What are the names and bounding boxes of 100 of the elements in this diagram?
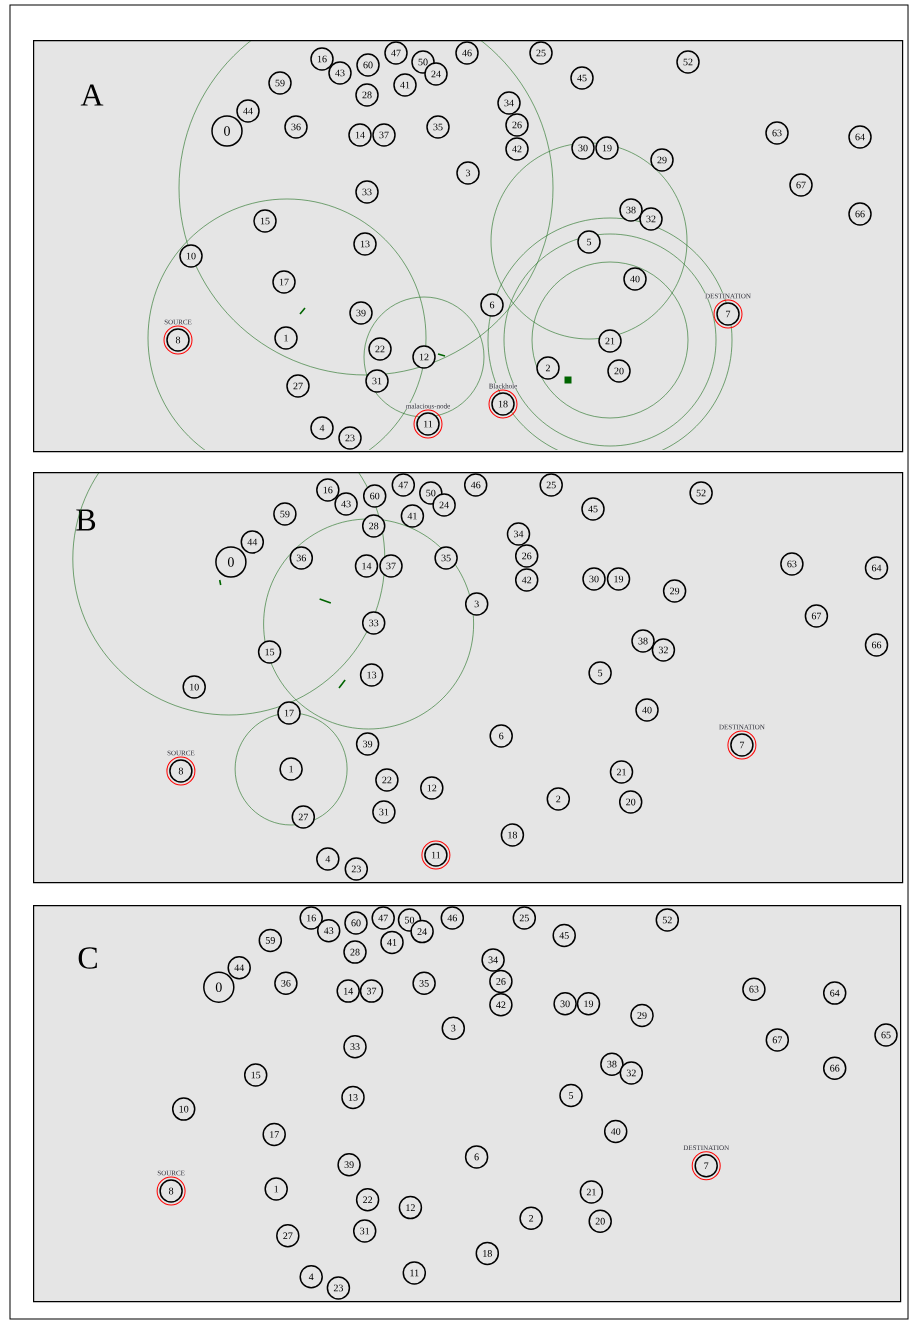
network-node: 34 xyxy=(497,91,521,115)
network-node: 39 xyxy=(337,1152,361,1177)
network-node: 34 xyxy=(481,948,505,972)
network-node: 12 xyxy=(398,1195,423,1220)
network-node: 31 xyxy=(352,1219,377,1243)
network-node: 37 xyxy=(372,123,396,147)
network-node: 18 xyxy=(475,1241,500,1266)
network-node: 33 xyxy=(355,180,379,204)
network-node: 23 xyxy=(344,857,369,881)
network-node: 59 xyxy=(273,502,297,526)
network-node: 23 xyxy=(326,1276,351,1300)
network-node: 26 xyxy=(489,969,513,994)
network-node: 21 xyxy=(609,760,634,784)
network-node: 16 xyxy=(310,47,334,71)
network-node: 32 xyxy=(651,638,676,662)
network-node: 4 xyxy=(316,847,340,871)
network-node: 67 xyxy=(804,604,829,628)
network-node: 13 xyxy=(353,232,377,256)
network-node: 36 xyxy=(284,115,308,139)
network-node: 15 xyxy=(253,209,277,233)
network-node: 44 xyxy=(227,955,251,980)
network-node: 8 xyxy=(163,325,193,355)
network-node: 35 xyxy=(412,971,436,996)
network-node: 23 xyxy=(338,426,362,450)
network-node: 21 xyxy=(598,329,622,353)
network-node: 29 xyxy=(662,579,687,603)
network-node: 32 xyxy=(619,1061,644,1085)
network-node: 30 xyxy=(571,136,595,160)
network-node: 60 xyxy=(344,911,368,935)
network-node: 5 xyxy=(588,661,612,685)
network-node: 36 xyxy=(274,971,298,996)
network-node: 59 xyxy=(258,928,283,953)
network-node: 8 xyxy=(166,756,196,786)
network-node: 47 xyxy=(384,41,408,65)
network-node: 36 xyxy=(289,546,314,570)
network-node: 19 xyxy=(606,567,631,591)
network-node: 37 xyxy=(359,979,384,1003)
network-node: 30 xyxy=(553,992,577,1016)
network-node: 41 xyxy=(380,930,404,955)
network-node: 52 xyxy=(655,908,680,932)
network-node: 60 xyxy=(356,53,380,77)
network-node: 11 xyxy=(421,840,451,870)
network-node: 41 xyxy=(393,73,417,97)
network-node: 64 xyxy=(848,125,872,149)
network-node: 28 xyxy=(343,940,367,964)
network-node: 10 xyxy=(179,244,203,268)
network-node: 27 xyxy=(276,1224,300,1248)
network-node: 14 xyxy=(336,979,360,1003)
network-node: 13 xyxy=(341,1085,365,1110)
network-node: 40 xyxy=(623,267,647,291)
network-node: 20 xyxy=(618,790,643,814)
network-node: 33 xyxy=(343,1034,367,1059)
network-node: 17 xyxy=(272,270,296,294)
network-node: 22 xyxy=(368,337,392,361)
network-node: 4 xyxy=(310,416,334,440)
network-node: 19 xyxy=(595,136,619,160)
network-node: 3 xyxy=(464,592,489,616)
network-node: 38 xyxy=(631,629,655,653)
network-node: 65 xyxy=(874,1023,898,1047)
network-node: 37 xyxy=(379,554,403,578)
network-node: 0 xyxy=(211,115,243,147)
network-node: 39 xyxy=(349,301,373,325)
network-node: 31 xyxy=(365,369,389,393)
network-node: 12 xyxy=(412,345,436,369)
network-node: 26 xyxy=(514,544,539,568)
network-node: 15 xyxy=(243,1063,268,1087)
network-node: 25 xyxy=(539,473,563,497)
network-node: 2 xyxy=(546,787,571,811)
network-node: 1 xyxy=(279,757,303,781)
network-node: 32 xyxy=(639,207,663,231)
network-node: 29 xyxy=(650,148,674,172)
network-node: 38 xyxy=(600,1052,624,1076)
network-node: 17 xyxy=(277,701,301,725)
network-node: 4 xyxy=(299,1265,323,1289)
network-node: 52 xyxy=(676,50,700,74)
network-node: 45 xyxy=(581,497,605,521)
network-node: 42 xyxy=(505,137,529,161)
network-node: 14 xyxy=(348,123,372,147)
network-node: 7 xyxy=(727,730,757,760)
network-node: 10 xyxy=(182,675,206,699)
network-node: 7 xyxy=(691,1151,721,1181)
network-node: 25 xyxy=(512,906,537,930)
network-node: 63 xyxy=(780,552,804,576)
network-node: 27 xyxy=(286,374,310,398)
network-node: 10 xyxy=(171,1097,196,1121)
network-node: 35 xyxy=(434,546,458,570)
network-node: 46 xyxy=(440,906,465,930)
network-node: 64 xyxy=(822,981,847,1005)
network-node: 52 xyxy=(689,481,713,505)
network-node: 1 xyxy=(264,1177,288,1201)
network-node: 5 xyxy=(577,230,601,254)
network-node: 47 xyxy=(371,906,395,930)
network-node: 59 xyxy=(268,71,292,95)
network-node: 28 xyxy=(355,83,379,107)
network-node: 43 xyxy=(328,61,352,85)
network-node: 0 xyxy=(203,971,235,1003)
network-node: 67 xyxy=(789,173,813,197)
network-node: 5 xyxy=(559,1083,583,1108)
network-node: 42 xyxy=(514,568,539,592)
network-node: 13 xyxy=(359,663,384,687)
